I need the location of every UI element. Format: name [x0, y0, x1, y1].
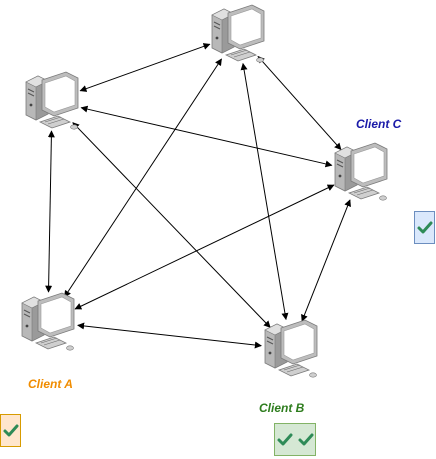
client-c-check-box — [414, 211, 435, 244]
edge-left-b — [72, 122, 271, 328]
edge-top-c — [257, 55, 342, 151]
edge-top-b — [240, 62, 289, 321]
client-b-check-box — [274, 423, 316, 456]
computer-client-c-desktop-computer-icon — [334, 142, 388, 201]
client-c-label: Client C — [356, 117, 402, 131]
edge-left-c — [80, 105, 333, 168]
edge-top-a — [64, 58, 222, 298]
computer-client-b-desktop-computer-icon — [264, 319, 318, 378]
computer-top-desktop-computer-icon — [211, 4, 265, 63]
check-icon — [277, 433, 293, 446]
edge-c-b — [301, 199, 351, 322]
client-b-label: Client B — [259, 401, 305, 415]
edge-c-a — [74, 184, 335, 310]
check-icon — [298, 433, 314, 446]
computer-left-desktop-computer-icon — [25, 71, 79, 130]
client-a-label: Client A — [28, 377, 73, 391]
computer-client-a-desktop-computer-icon — [21, 292, 75, 351]
edge-a-b — [77, 322, 262, 349]
check-icon — [3, 424, 19, 437]
edge-left-a — [45, 130, 55, 293]
client-a-check-box — [0, 414, 21, 447]
check-icon — [417, 221, 433, 234]
edge-top-left — [79, 43, 211, 92]
